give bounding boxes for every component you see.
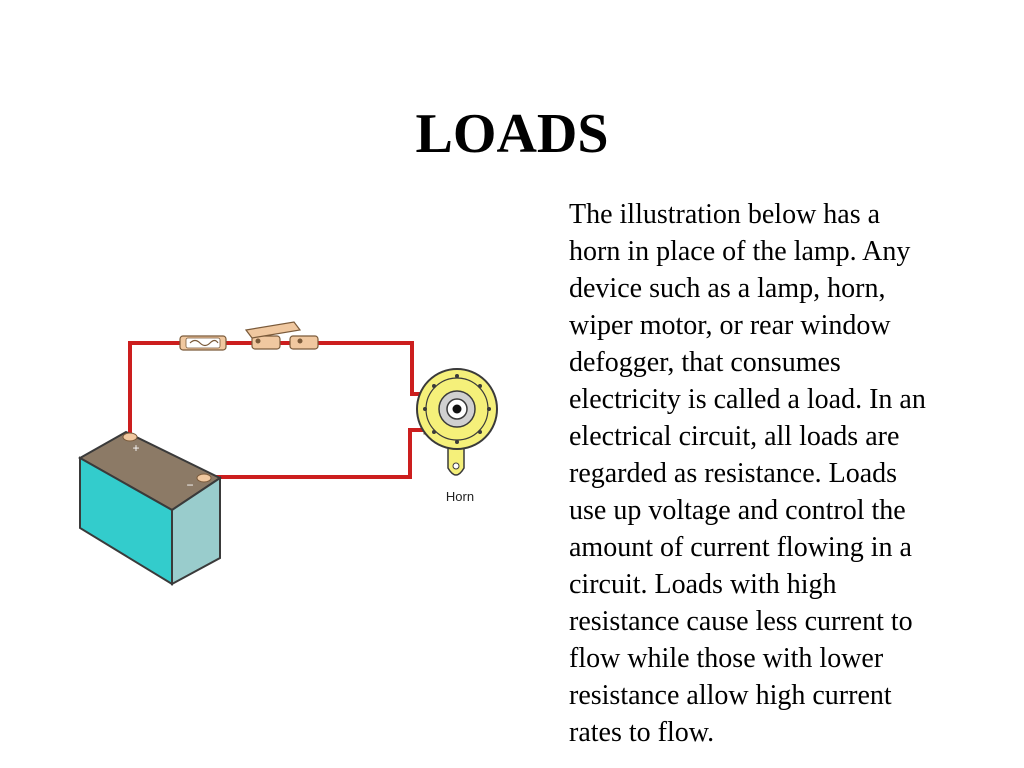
slide-title: LOADS — [415, 103, 609, 165]
body-line: circuit. Loads with high — [569, 569, 837, 600]
body-line: rates to flow. — [569, 717, 715, 748]
wire-top — [128, 341, 428, 433]
horn-label: Horn — [446, 489, 474, 504]
body-line: amount of current flowing in a — [569, 532, 912, 563]
battery-negative-terminal — [196, 473, 212, 483]
body-line: use up voltage and control the — [569, 495, 906, 526]
body-paragraph: The illustration below has a horn in pla… — [569, 196, 1014, 751]
body-line: horn in place of the lamp. Any — [569, 236, 911, 267]
switch — [244, 321, 319, 350]
body-line: wiper motor, or rear window — [569, 310, 891, 341]
body-line: The illustration below has a — [569, 199, 881, 230]
body-line: defogger, that consumes — [569, 347, 841, 378]
body-line: regarded as resistance. Loads — [569, 458, 898, 489]
battery: + − — [77, 430, 223, 586]
circuit-diagram: + − Horn — [77, 321, 498, 586]
body-line: device such as a lamp, horn, — [569, 273, 886, 304]
circuit-wires — [128, 341, 428, 479]
battery-side-face — [171, 476, 221, 586]
wire-bottom — [204, 428, 428, 479]
horn: Horn — [416, 368, 498, 504]
body-line: resistance allow high current — [569, 680, 892, 711]
body-line: electrical circuit, all loads are — [569, 421, 900, 452]
body-line: resistance cause less current to — [569, 606, 913, 637]
battery-positive-symbol: + — [132, 441, 139, 455]
fuse — [179, 335, 227, 351]
body-line: electricity is called a load. In an — [569, 384, 926, 415]
body-line: flow while those with lower — [569, 643, 884, 674]
battery-negative-symbol: − — [186, 478, 193, 492]
battery-positive-terminal — [122, 432, 138, 442]
